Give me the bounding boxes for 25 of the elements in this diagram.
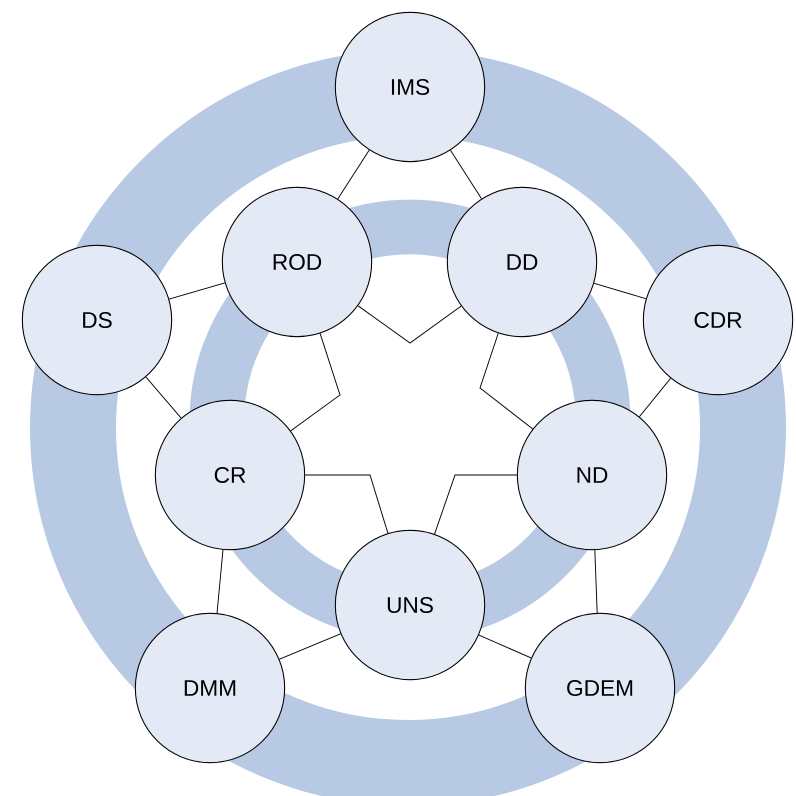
connector-line [290,333,341,432]
circle-node: DMM [134,612,286,764]
connector-line [358,305,462,344]
connector-line [278,633,342,660]
connector-line [337,150,370,200]
connector-line [638,378,672,418]
connector-line [594,282,646,300]
circle-node: DS [22,244,172,396]
connector-line [450,150,482,200]
circle-node: UNS [334,530,486,680]
connector-line [478,634,532,658]
connector-line [146,376,182,418]
connector-line [479,332,534,430]
connector-line [594,550,598,614]
circle-node: IMS [334,12,486,162]
connector-line [216,549,224,614]
circle-node: ROD [222,186,372,338]
connector-line [168,282,226,300]
circle-node: DD [446,186,598,338]
circle-node: GDEM [524,612,676,764]
circle-node: ND [516,400,668,550]
connector-line [304,474,388,534]
circle-node: CDR [642,244,794,396]
circle-node: CR [154,400,306,550]
connector-line [434,474,518,534]
